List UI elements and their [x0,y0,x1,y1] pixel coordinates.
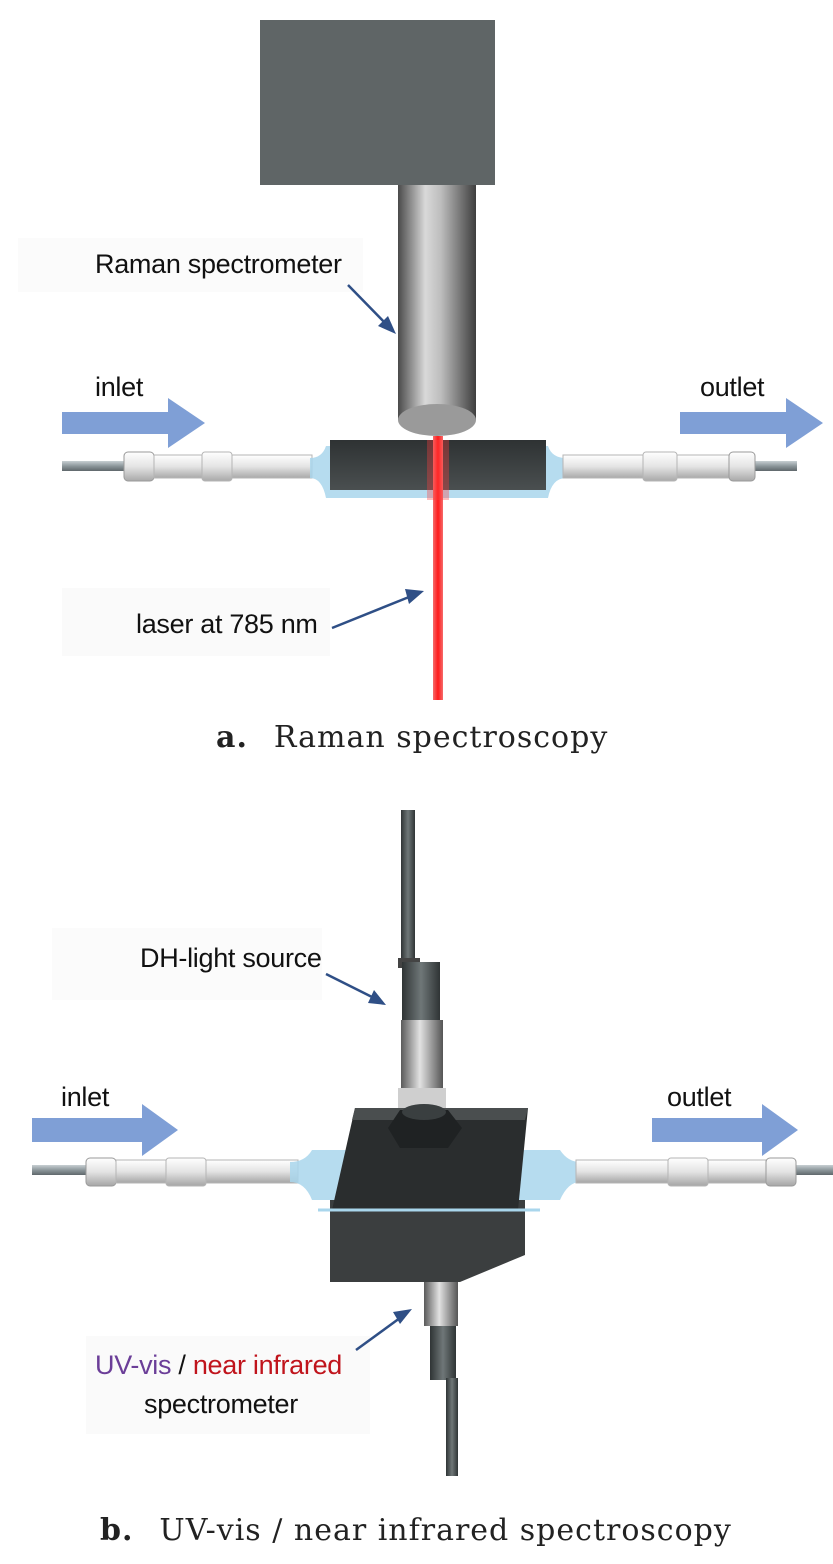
caption-b: b. UV-vis / near infrared spectroscopy [100,1513,732,1548]
tubing-left [62,461,130,471]
fitting-right [676,454,730,479]
spectrometer-housing [260,20,495,185]
label-backdrop [62,588,330,656]
inlet-arrow [62,398,205,448]
pointer-head [378,316,396,334]
holder-nut [388,1110,462,1148]
detector-label: UV-vis / near infrared [95,1350,342,1381]
fitting-left [201,451,233,482]
light-source-fiber [401,810,415,965]
panel-b-uvvis-nir: DH-light source inlet outlet UV-vis / ne… [0,780,833,1564]
fitting-left [153,454,203,479]
fitting-nut-left [85,1157,117,1187]
probe-ring [398,1088,446,1110]
inlet-label: inlet [95,372,144,402]
laser-glow [427,440,449,500]
fitting-left [231,454,313,479]
inlet-label: inlet [61,1082,110,1112]
caption-a: a. Raman spectroscopy [216,720,608,755]
fitting-right [642,451,678,482]
holder-nut-top [402,1104,446,1120]
holder-upper-block [332,1108,528,1210]
label-backdrop [52,928,322,1000]
spectrometer-label: spectrometer [144,1389,298,1419]
fitting-left [115,1159,167,1184]
spectrometer-connector [430,1326,456,1380]
fitting-nut-right [728,451,756,482]
outlet-arrow [652,1104,798,1156]
pointer-head [368,990,386,1005]
pointer-head [405,589,424,604]
label-backdrop [86,1336,370,1434]
outlet-label: outlet [667,1082,732,1112]
outlet-label: outlet [700,372,765,402]
fitting-left [205,1159,299,1184]
probe-tip [398,404,476,436]
fitting-right [562,454,644,479]
caption-text: Raman spectroscopy [273,720,609,755]
laser-beam [433,436,443,700]
pointer-line [355,1313,405,1352]
uvvis-label: UV-vis [95,1350,172,1380]
light-source-connector [402,962,440,1022]
spectrometer-probe [398,185,476,420]
raman-setup-illustration [18,20,823,700]
raman-spectrometer-label: Raman spectrometer [95,249,342,279]
light-source-label: DH-light source [140,943,322,973]
label-backdrop [18,238,363,292]
inlet-arrow [32,1104,178,1156]
fitting-nut-left [123,451,155,482]
caption-text: UV-vis / near infrared spectroscopy [159,1513,732,1548]
tubing-left [32,1165,90,1175]
pointer-head [393,1309,412,1324]
caption-letter: b. [100,1513,134,1548]
pointer-line [325,972,379,1002]
pointer-line [331,593,415,630]
spectrometer-fiber [446,1378,458,1476]
fitting-nut-right [765,1157,797,1187]
outlet-arrow [680,398,823,448]
tubing-right [750,461,797,471]
pointer-line [347,284,391,329]
fitting-right [667,1157,709,1187]
nir-label: near infrared [192,1350,343,1380]
fitting-left [165,1157,207,1187]
laser-label: laser at 785 nm [136,609,318,639]
caption-letter: a. [216,720,248,755]
fitting-right [575,1159,669,1184]
fitting-right [707,1159,767,1184]
tubing-right [795,1165,833,1175]
light-source-probe [401,1020,443,1090]
panel-a-raman: Raman spectrometer inlet outlet laser at… [0,0,833,780]
uvvis-nir-setup-illustration [32,810,833,1476]
holder-lower-block [330,1200,525,1282]
label-separator: / [171,1350,193,1380]
